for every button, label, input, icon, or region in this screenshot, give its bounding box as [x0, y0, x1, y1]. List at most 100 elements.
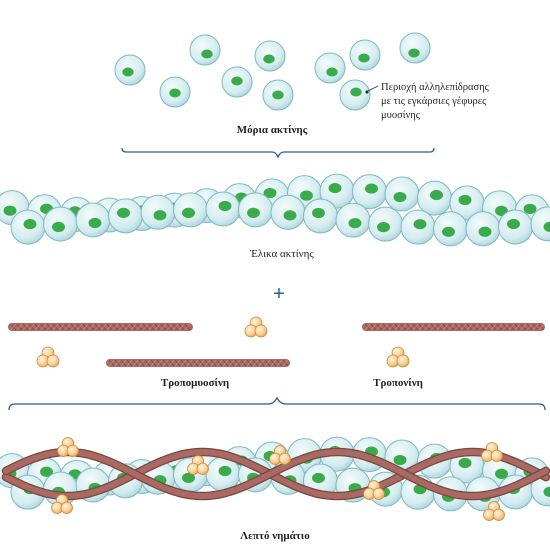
filament-bracket: [8, 396, 546, 411]
actin-helix-group: [0, 173, 550, 247]
helix-actin-bead: [400, 209, 436, 245]
tropomyosin-troponin-group: [8, 316, 545, 368]
myosin-binding-site: [377, 222, 390, 233]
myosin-binding-site: [117, 207, 130, 218]
troponin-complex: [481, 442, 503, 462]
myosin-binding-site: [523, 203, 537, 215]
myosin-binding-site: [40, 466, 53, 477]
helix-actin-bead: [530, 206, 550, 242]
helix-actin-bead: [335, 202, 371, 238]
troponin-complex: [187, 455, 209, 475]
troponin-complex: [57, 437, 79, 457]
actin-molecules-label: Μόρια ακτίνης: [237, 124, 308, 136]
myosin-binding-site: [478, 226, 492, 237]
actin-monomer: [114, 54, 146, 86]
myosin-binding-site: [3, 205, 17, 216]
helix-actin-bead: [465, 211, 501, 247]
myosin-binding-site: [328, 182, 342, 194]
myosin-binding-site: [272, 90, 284, 100]
myosin-binding-site: [326, 67, 338, 77]
plus-sign: +: [273, 283, 285, 305]
myosin-binding-site: [393, 454, 407, 466]
thin-filament-label: Λεπτό νημάτιο: [240, 530, 310, 542]
helix-actin-bead: [270, 194, 306, 230]
tropomyosin-strand: [362, 323, 545, 331]
helix-actin-bead: [205, 191, 241, 227]
troponin-complex: [51, 494, 73, 514]
myosin-binding-site: [393, 191, 407, 203]
actin-monomer: [349, 39, 381, 71]
myosin-binding-site: [231, 76, 243, 86]
actin-monomer: [399, 32, 431, 64]
thin-filament-group: [0, 436, 550, 521]
myosin-binding-site: [283, 210, 297, 221]
troponin-complex: [386, 346, 410, 368]
myosin-binding-site: [218, 200, 232, 212]
myosin-binding-site: [442, 226, 455, 237]
myosin-binding-site: [88, 217, 102, 229]
myosin-binding-site: [543, 486, 550, 497]
myosin-binding-site: [182, 472, 195, 483]
helix-actin-bead: [417, 180, 452, 216]
interaction-site-label-line2: με τις εγκάρσιες γέφυρες: [381, 96, 487, 107]
myosin-binding-site: [218, 465, 232, 477]
myosin-binding-site: [169, 88, 181, 98]
helix-actin-bead: [384, 176, 420, 212]
helix-actin-bead: [368, 206, 403, 242]
brackets-group: [8, 147, 546, 411]
actin-monomer: [339, 79, 371, 111]
helix-actin-bead: [108, 198, 143, 234]
myosin-binding-site: [458, 457, 472, 469]
myosin-binding-site: [153, 210, 167, 221]
helix-actin-bead: [319, 173, 355, 209]
interaction-site-label-line3: μυοσίνης: [381, 110, 421, 121]
helix-actin-bead: [303, 198, 338, 234]
myosin-binding-site: [23, 218, 37, 230]
actin-monomer: [221, 66, 253, 98]
actin-monomer: [262, 79, 294, 111]
helix-actin-bead: [10, 209, 46, 245]
myosin-binding-site: [365, 183, 378, 194]
molecules-bracket: [121, 147, 435, 159]
tropomyosin-label: Τροπομυοσίνη: [161, 377, 229, 389]
helix-actin-bead: [433, 211, 468, 247]
actin-helix-label: Έλικα ακτίνης: [249, 248, 314, 260]
myosin-binding-site: [300, 190, 313, 201]
helix-actin-bead: [173, 192, 208, 228]
myosin-binding-site: [312, 207, 325, 219]
troponin-label: Τροπονίνη: [373, 377, 423, 389]
myosin-binding-site: [358, 53, 370, 63]
myosin-binding-site: [543, 221, 550, 232]
troponin-complex: [483, 501, 505, 521]
myosin-binding-site: [430, 189, 443, 201]
myosin-binding-site: [348, 218, 362, 229]
tropomyosin-strand: [106, 359, 290, 367]
myosin-binding-site: [458, 194, 472, 206]
helix-actin-bead: [238, 192, 273, 228]
actin-monomer: [254, 40, 286, 72]
myosin-binding-site: [263, 187, 277, 199]
myosin-binding-site: [201, 49, 213, 59]
myosin-binding-site: [350, 87, 362, 97]
troponin-complex: [269, 445, 291, 465]
myosin-binding-site: [122, 67, 134, 77]
actin-monomers-group: [114, 32, 431, 111]
helix-actin-bead: [75, 202, 111, 238]
myosin-binding-site: [263, 54, 275, 64]
troponin-complex: [36, 346, 60, 368]
myosin-binding-site: [495, 468, 508, 479]
helix-actin-bead: [140, 194, 176, 230]
myosin-binding-site: [312, 472, 325, 484]
interaction-site-callout: [365, 85, 379, 94]
myosin-binding-site: [413, 219, 427, 230]
myosin-binding-site: [52, 221, 65, 233]
troponin-complex: [363, 480, 385, 500]
myosin-binding-site: [247, 207, 260, 219]
troponin-complex: [244, 316, 268, 338]
interaction-site-label-line1: Περιοχή αλληλεπίδρασης: [381, 82, 490, 93]
filament-tropomyosin: [3, 449, 549, 499]
filament-tropomyosin: [3, 449, 549, 499]
myosin-binding-site: [182, 207, 195, 218]
